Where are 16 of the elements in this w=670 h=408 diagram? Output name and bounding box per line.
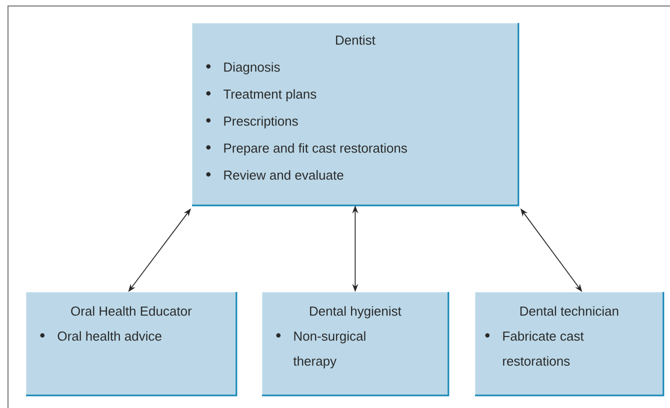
box-title: Dental technician [520, 306, 618, 316]
bullet-item: Fabricate cast restorations [485, 331, 584, 366]
role-box [192, 23, 520, 206]
role-box [262, 292, 450, 396]
box-title: Dentist [336, 35, 376, 45]
bullet-item: Oral health advice [40, 331, 162, 341]
bullet-item: Review and evaluate [206, 170, 344, 180]
bullet-item: Prepare and fit cast restorations [206, 143, 407, 156]
bullet-item: Prescriptions [206, 116, 298, 128]
box-title: Dental hygienist [310, 306, 402, 318]
bullet-item: Diagnosis [206, 62, 280, 74]
role-box [26, 292, 238, 396]
bullet-item: Treatment plans [206, 89, 316, 102]
role-box [475, 292, 664, 396]
box-title: Oral Health Educator [71, 306, 192, 316]
bullet-item: Non-surgical therapy [276, 331, 366, 368]
